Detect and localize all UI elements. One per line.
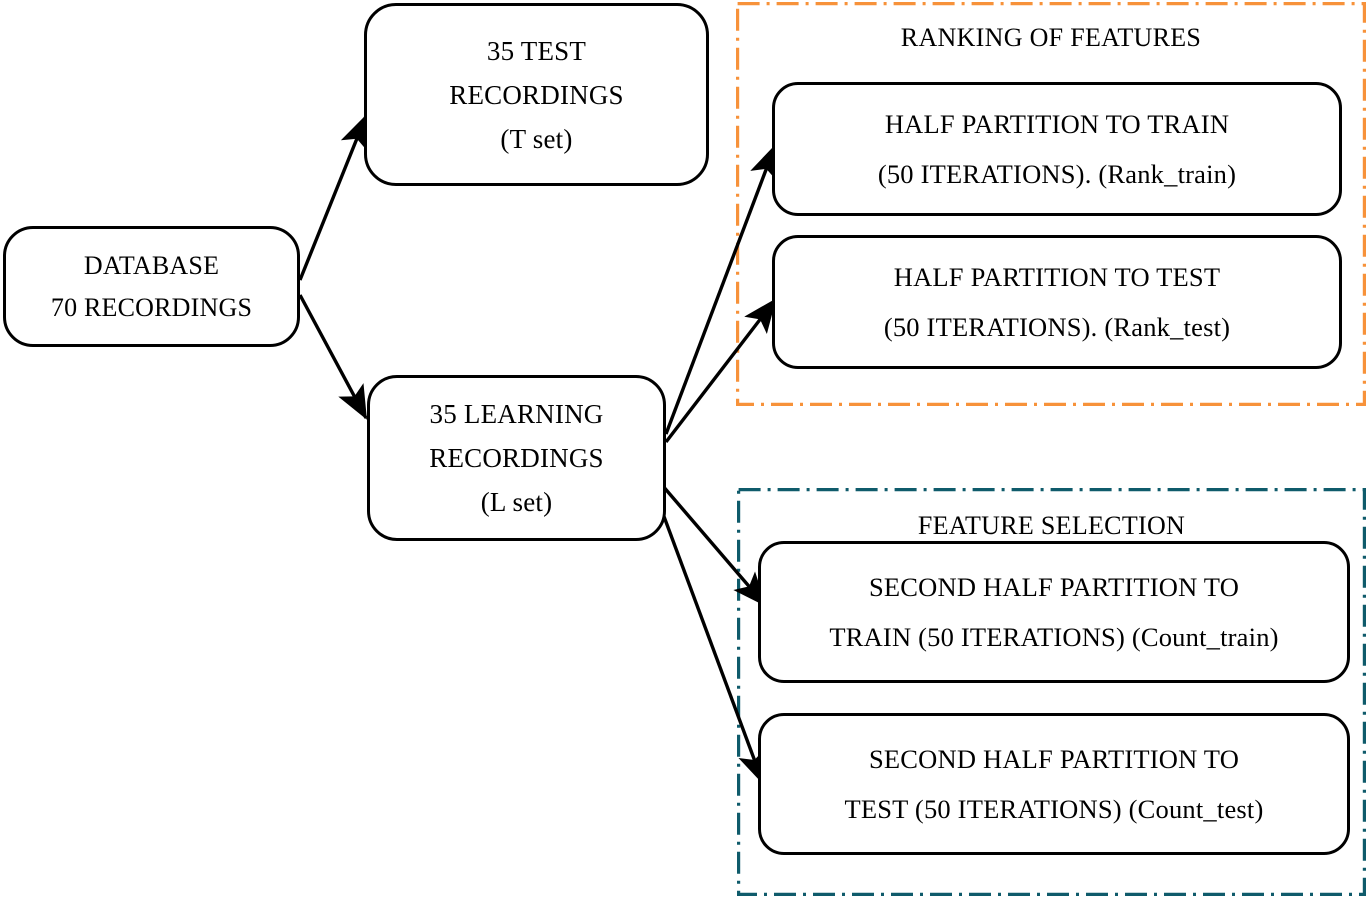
node-count-train-line-2: TRAIN (50 ITERATIONS) (Count_train) [829, 622, 1279, 652]
node-rank-train[interactable]: HALF PARTITION TO TRAIN (50 ITERATIONS).… [772, 82, 1342, 216]
node-test-recordings[interactable]: 35 TEST RECORDINGS (T set) [364, 3, 709, 186]
node-test-recordings-line-1: 35 TEST [486, 35, 587, 66]
node-count-train[interactable]: SECOND HALF PARTITION TO TRAIN (50 ITERA… [758, 541, 1350, 683]
panel-feature-selection [737, 488, 1366, 896]
node-count-test-line-2: TEST (50 ITERATIONS) (Count_test) [844, 794, 1264, 824]
node-rank-train-line-1: HALF PARTITION TO TRAIN [884, 109, 1230, 139]
node-learning-recordings-line-2: RECORDINGS [429, 443, 604, 473]
arrow-database-to-test-set [298, 114, 368, 281]
panel-ranking-title: RANKING OF FEATURES [900, 23, 1202, 52]
node-database-line-2: 70 RECORDINGS [50, 292, 253, 322]
node-rank-test-line-2: (50 ITERATIONS). (Rank_test) [883, 312, 1231, 342]
panel-feature-selection-title: FEATURE SELECTION [917, 511, 1186, 540]
node-rank-test-line-1: HALF PARTITION TO TEST [893, 262, 1221, 292]
node-learning-recordings-line-1: 35 LEARNING [429, 399, 604, 429]
node-database[interactable]: DATABASE 70 RECORDINGS [3, 226, 300, 347]
node-test-recordings-line-2: RECORDINGS [449, 79, 624, 110]
node-rank-train-line-2: (50 ITERATIONS). (Rank_train) [877, 159, 1237, 189]
node-test-recordings-line-3: (T set) [500, 123, 573, 154]
node-learning-recordings[interactable]: 35 LEARNING RECORDINGS (L set) [367, 375, 666, 541]
node-learning-recordings-line-3: (L set) [480, 487, 553, 517]
node-count-test-line-1: SECOND HALF PARTITION TO [868, 744, 1240, 774]
node-count-test[interactable]: SECOND HALF PARTITION TO TEST (50 ITERAT… [758, 713, 1350, 855]
arrow-database-to-learning-set [298, 294, 368, 420]
node-rank-test[interactable]: HALF PARTITION TO TEST (50 ITERATIONS). … [772, 235, 1342, 369]
node-database-line-1: DATABASE [83, 250, 220, 280]
node-count-train-line-1: SECOND HALF PARTITION TO [868, 572, 1240, 602]
